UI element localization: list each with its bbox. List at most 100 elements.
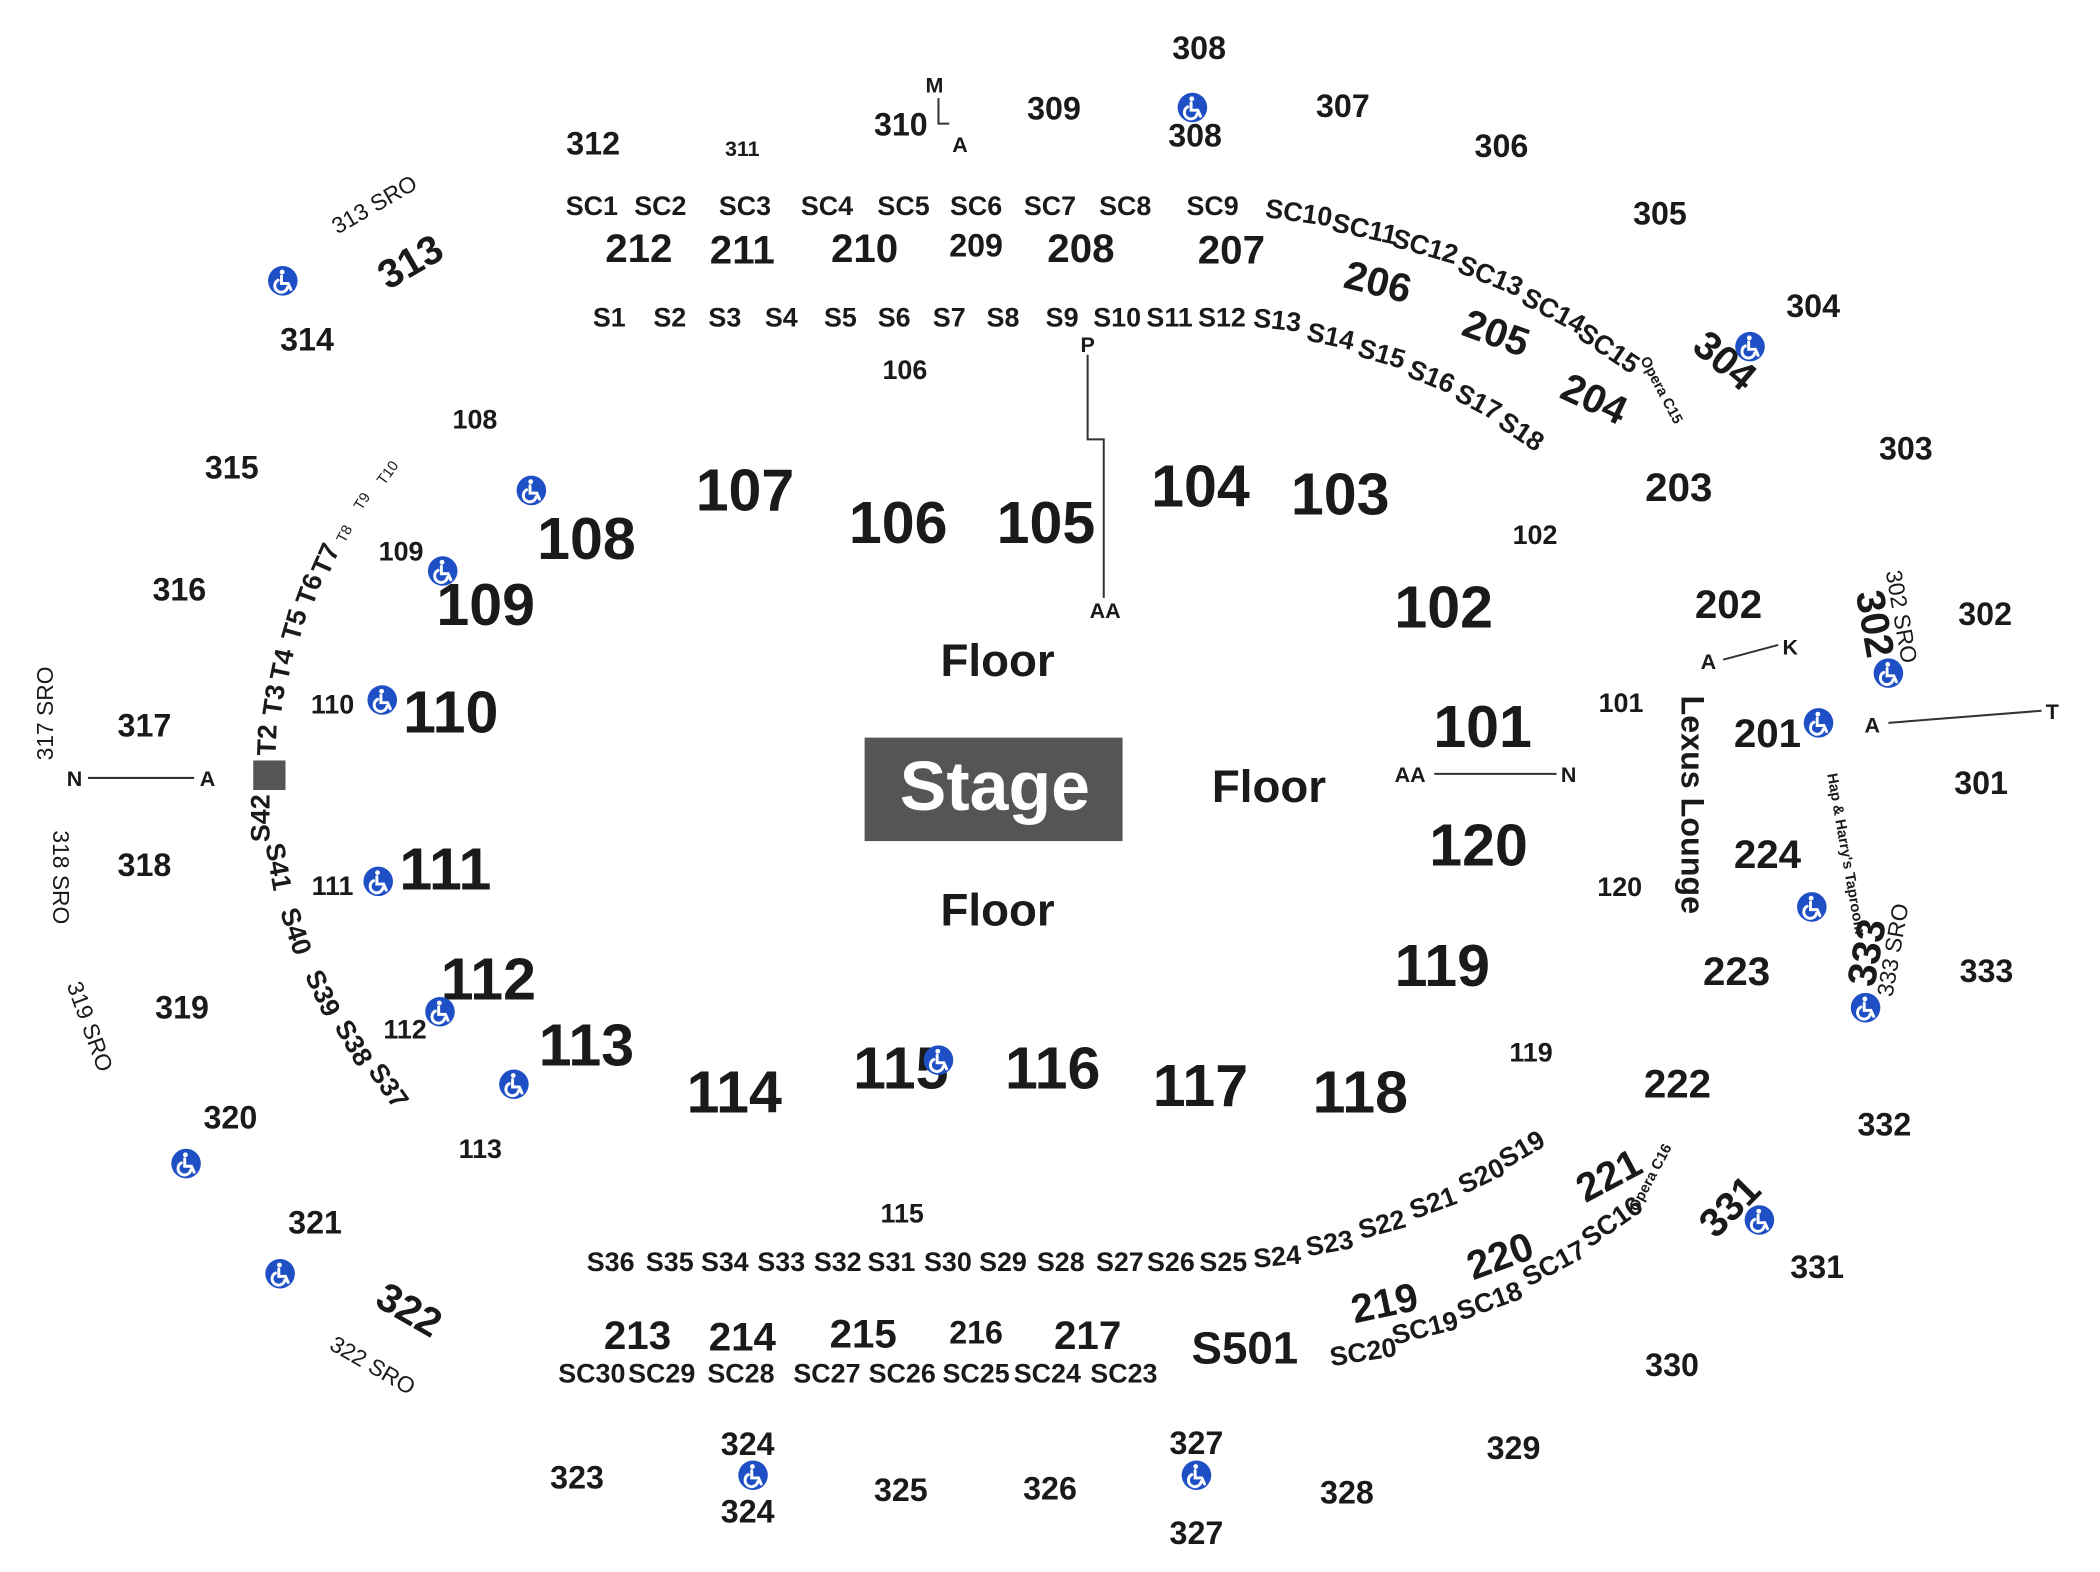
suite-s17[interactable]: S17	[1450, 378, 1506, 427]
wheelchair-icon[interactable]	[1872, 656, 1905, 690]
suite-s1[interactable]: S1	[593, 302, 626, 332]
section-303[interactable]: 303	[1879, 431, 1933, 467]
section-308[interactable]: 308	[1172, 30, 1226, 66]
section-326[interactable]: 326	[1023, 1470, 1077, 1506]
wheelchair-icon[interactable]	[169, 1147, 203, 1180]
section-320[interactable]: 320	[204, 1100, 258, 1136]
suite-sc9[interactable]: SC9	[1186, 191, 1238, 221]
suite-s7[interactable]: S7	[933, 302, 966, 332]
section-302-angled[interactable]: 302	[1847, 587, 1903, 661]
suite-s8[interactable]: S8	[987, 302, 1020, 332]
section-108-small[interactable]: 108	[453, 405, 498, 435]
wheelchair-icon[interactable]	[1733, 330, 1767, 363]
suite-s24[interactable]: S24	[1252, 1240, 1302, 1274]
opera-c15-label[interactable]: Opera C15	[1636, 354, 1685, 427]
wheelchair-icon[interactable]	[1795, 890, 1829, 924]
section-223[interactable]: 223	[1703, 949, 1770, 994]
suite-sc10[interactable]: SC10	[1264, 193, 1335, 232]
suite-s6[interactable]: S6	[878, 302, 911, 332]
suite-sc24[interactable]: SC24	[1014, 1359, 1081, 1389]
suite-t2[interactable]: T2	[252, 724, 283, 756]
section-224[interactable]: 224	[1734, 832, 1802, 877]
suite-s26[interactable]: S26	[1147, 1247, 1195, 1277]
section-202[interactable]: 202	[1695, 582, 1762, 627]
section-215[interactable]: 215	[830, 1312, 897, 1357]
section-312[interactable]: 312	[566, 126, 620, 162]
section-305[interactable]: 305	[1633, 195, 1687, 231]
section-120-small[interactable]: 120	[1597, 872, 1642, 902]
wheelchair-icon[interactable]	[365, 683, 399, 717]
section-332[interactable]: 332	[1857, 1106, 1911, 1142]
suite-s22[interactable]: S22	[1355, 1204, 1409, 1245]
suite-s18[interactable]: S18	[1493, 406, 1549, 458]
suite-sc5[interactable]: SC5	[877, 191, 929, 221]
section-313[interactable]: 313	[370, 226, 451, 299]
suite-sc3[interactable]: SC3	[719, 191, 771, 221]
suite-s37[interactable]: S37	[363, 1058, 415, 1114]
suite-s11[interactable]: S11	[1146, 302, 1192, 332]
suite-s40[interactable]: S40	[274, 904, 317, 959]
wheelchair-icon[interactable]	[1802, 706, 1835, 740]
section-323[interactable]: 323	[550, 1460, 604, 1496]
suite-s9[interactable]: S9	[1046, 302, 1079, 332]
suite-s2[interactable]: S2	[653, 302, 686, 332]
section-111[interactable]: 111	[399, 835, 491, 902]
section-102-small[interactable]: 102	[1513, 520, 1558, 550]
section-102[interactable]: 102	[1394, 573, 1493, 640]
suite-s16[interactable]: S16	[1404, 354, 1460, 400]
suite-s34[interactable]: S34	[701, 1247, 749, 1277]
section-212[interactable]: 212	[605, 226, 672, 271]
suite-s33[interactable]: S33	[757, 1247, 805, 1277]
section-316[interactable]: 316	[152, 572, 206, 608]
suite-s4[interactable]: S4	[765, 302, 798, 332]
section-308[interactable]: 308	[1168, 117, 1222, 153]
wheelchair-icon[interactable]	[1849, 991, 1882, 1024]
suite-s25[interactable]: S25	[1199, 1247, 1247, 1277]
wheelchair-icon[interactable]	[497, 1068, 531, 1101]
wheelchair-icon[interactable]	[736, 1459, 770, 1492]
section-203[interactable]: 203	[1645, 465, 1712, 510]
section-105[interactable]: 105	[997, 489, 1096, 556]
section-307[interactable]: 307	[1316, 88, 1370, 124]
section-331[interactable]: 331	[1790, 1249, 1844, 1285]
section-301[interactable]: 301	[1954, 765, 2008, 801]
section-317[interactable]: 317	[118, 707, 172, 743]
section-111-small[interactable]: 111	[312, 871, 354, 901]
suite-s41[interactable]: S41	[259, 841, 297, 893]
sro-318[interactable]: 318 SRO	[48, 830, 74, 924]
section-222[interactable]: 222	[1644, 1062, 1711, 1107]
section-315[interactable]: 315	[205, 449, 259, 485]
section-106-small[interactable]: 106	[882, 355, 927, 385]
section-314[interactable]: 314	[280, 322, 334, 358]
suite-s14[interactable]: S14	[1304, 317, 1357, 356]
suite-s39[interactable]: S39	[299, 965, 346, 1021]
section-214[interactable]: 214	[709, 1314, 777, 1359]
suite-s23[interactable]: S23	[1303, 1224, 1355, 1262]
sro-317[interactable]: 317 SRO	[32, 666, 58, 760]
section-324[interactable]: 324	[721, 1426, 775, 1462]
section-109[interactable]: 109	[436, 571, 535, 638]
section-113-small[interactable]: 113	[459, 1134, 502, 1164]
section-104[interactable]: 104	[1151, 453, 1250, 520]
section-107[interactable]: 107	[696, 457, 795, 524]
suite-s30[interactable]: S30	[924, 1247, 972, 1277]
section-210[interactable]: 210	[831, 226, 898, 271]
suite-s38[interactable]: S38	[329, 1015, 379, 1071]
suite-s5[interactable]: S5	[824, 302, 857, 332]
section-329[interactable]: 329	[1487, 1430, 1541, 1466]
section-209[interactable]: 209	[949, 228, 1003, 264]
section-118[interactable]: 118	[1313, 1058, 1408, 1125]
lexus-lounge-label[interactable]: Lexus Lounge	[1674, 696, 1710, 915]
wheelchair-icon[interactable]	[922, 1043, 955, 1077]
section-117[interactable]: 117	[1153, 1052, 1248, 1119]
section-115-small[interactable]: 115	[881, 1199, 924, 1229]
wheelchair-icon[interactable]	[266, 264, 300, 298]
section-112[interactable]: 112	[441, 946, 536, 1013]
suite-s13[interactable]: S13	[1252, 303, 1303, 338]
wheelchair-icon[interactable]	[361, 865, 395, 898]
section-333[interactable]: 333	[1960, 953, 2014, 989]
suite-sc11[interactable]: SC11	[1329, 207, 1400, 250]
wheelchair-icon[interactable]	[423, 995, 457, 1028]
suite-t3[interactable]: T3	[257, 682, 291, 717]
section-207[interactable]: 207	[1198, 227, 1265, 272]
